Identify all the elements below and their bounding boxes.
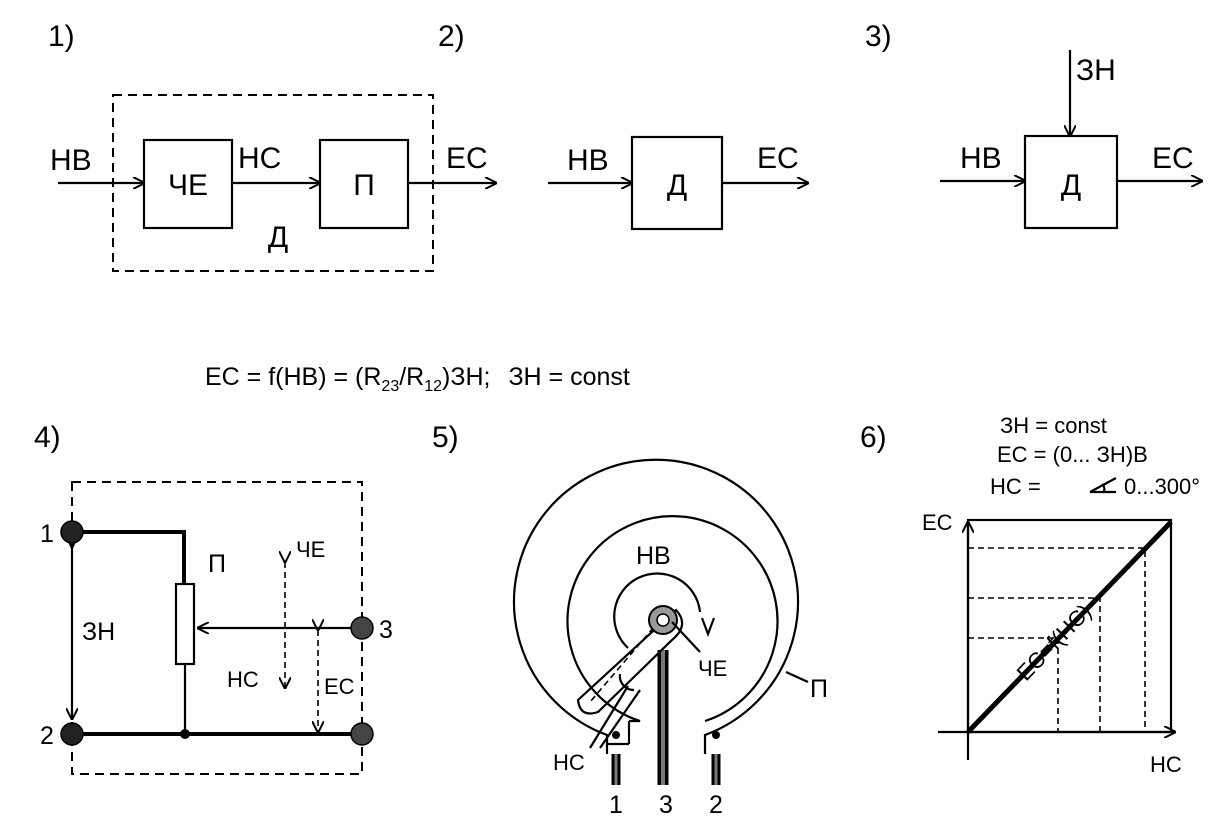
intermediate-label: НС [238,142,281,175]
angle-leader-2 [599,689,641,749]
angle-icon [1089,477,1117,494]
housing-outline [512,458,800,754]
pin-2-dot [712,731,720,739]
resistor-label: П [208,550,226,578]
angle-arc [618,673,635,692]
condition-3-prefix: НС = [990,474,1041,499]
panel-label-1: 1) [48,20,75,53]
supply-label: ЗН [82,618,115,646]
input-label: НВ [50,144,92,177]
condition-3-range: 0...300° [1124,474,1200,499]
condition-1: ЗН = const [1000,413,1107,438]
sensor-label: ЧЕ [296,537,325,562]
sensor-label: ЧЕ [698,656,727,681]
node-1-label: 1 [40,520,54,548]
y-axis-label: ЕС [922,510,953,535]
wiper-arm [576,608,684,715]
terminal-1 [60,520,84,544]
input-label: НВ [960,142,1002,175]
sensor-leader [671,621,701,653]
intermediate-label: НС [227,667,259,692]
characteristic-label: ЕС=f(НС) [1012,599,1097,685]
panel-4-circuit: ЗН П ЧЕ НС ЕС 1 2 3 [40,481,393,775]
node-3-label: 3 [379,616,393,644]
device-label: Д [1061,169,1081,202]
pin-3-label: 3 [659,791,673,819]
input-label: НВ [636,542,671,570]
panel-label-3: 3) [865,20,892,53]
wiper-dashed [589,619,661,703]
resistor-leader [785,670,809,684]
output-label: ЕС [324,674,355,699]
intermediate-label: НС [553,750,585,775]
pin-2-label: 2 [709,791,723,819]
panel-3-block-diagram: ЗН НВ Д ЕС [940,50,1202,230]
panel-label-2: 2) [438,20,465,53]
sensor-label: ЧЕ [168,169,208,202]
supply-label: ЗН [1076,54,1116,87]
panel-2-block-diagram: НВ Д ЕС [548,135,808,231]
angle-leader [589,685,629,749]
terminal-3 [350,616,374,640]
device-label: Д [667,169,687,202]
wire-top [72,530,186,584]
condition-2: ЕС = (0... ЗН)В [997,442,1148,467]
converter-label: П [353,169,375,202]
panel-1-block-diagram: НВ ЧЕ НС П ЕС Д [50,94,496,272]
pin-1-label: 1 [609,791,623,819]
rotation-arrow [613,572,702,649]
panel-6-characteristic: ЗН = const ЕС = (0... ЗН)В НС = 0...300°… [922,413,1200,777]
panel-5-potentiometer: НВ ЧЕ П НС 1 3 2 [512,458,828,819]
device-label: Д [268,221,288,254]
terminal-2 [60,722,84,746]
pin-1-dot [612,731,620,739]
output-label: ЕС [446,142,488,175]
x-axis-label: НС [1150,752,1182,777]
panel-label-6: 6) [860,421,887,454]
rotation-arrow-head [700,617,716,638]
characteristic-line [966,520,1173,734]
panel-label-4: 4) [34,421,61,454]
junction-dot [180,729,190,739]
node-2-label: 2 [40,722,54,750]
transfer-formula: ЕС = f(НВ) = (R23/R12)ЗН;ЗН = const [205,363,630,395]
terminal-4 [350,722,374,746]
resistive-track [566,515,779,723]
shaft-inner [656,613,670,627]
resistor-label: П [810,675,828,703]
input-label: НВ [567,144,609,177]
panel-label-5: 5) [432,421,459,454]
frame [966,518,1173,734]
output-label: ЕС [757,142,799,175]
output-label: ЕС [1152,142,1194,175]
resistor-body [174,582,196,666]
